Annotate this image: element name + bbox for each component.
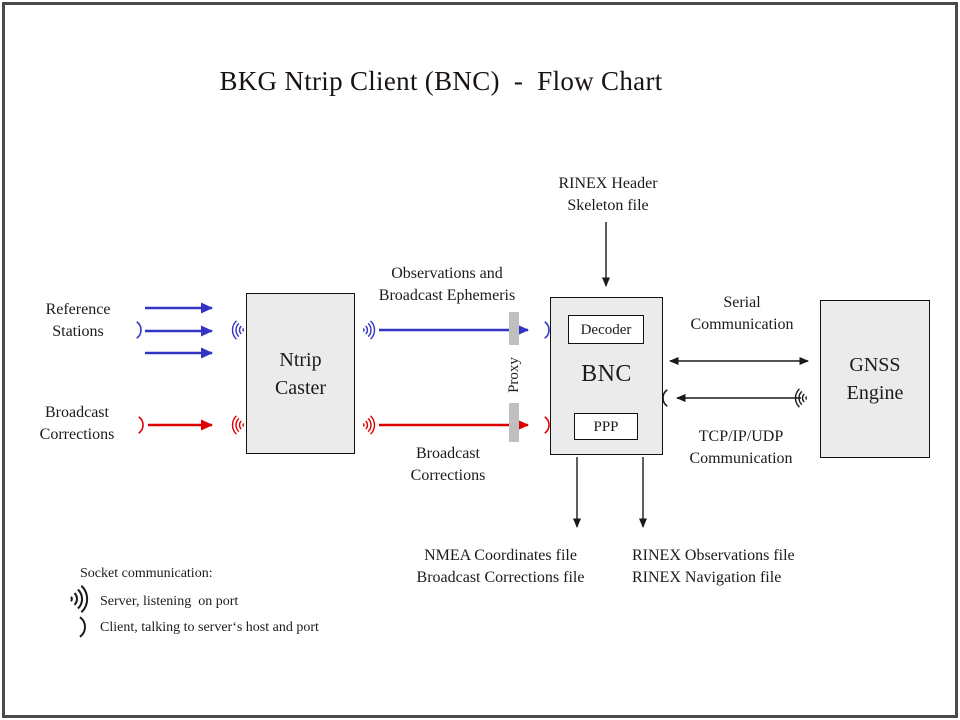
label-tcpip-communication: TCP/IP/UDP Communication bbox=[689, 428, 793, 467]
gnss-label-line1: GNSS bbox=[849, 354, 901, 376]
label-observations-stream: Observations and Broadcast Ephemeris bbox=[378, 265, 516, 304]
label-nmea-output-files: NMEA Coordinates file Broadcast Correcti… bbox=[416, 547, 585, 586]
server-socket-icon-caster-right-red bbox=[362, 415, 376, 435]
label-serial-communication: Serial Communication bbox=[690, 294, 794, 333]
client-socket-icon-bnc-corrections bbox=[543, 416, 550, 434]
proxy-bar-top bbox=[509, 312, 519, 345]
legend-server-text: Server, listening on port bbox=[100, 594, 239, 609]
legend-heading: Socket communication: bbox=[80, 566, 213, 581]
client-socket-icon-bnc-observations bbox=[543, 321, 550, 339]
ppp-label: PPP bbox=[593, 418, 619, 435]
decoder-label: Decoder bbox=[580, 321, 632, 338]
proxy-bar-bottom bbox=[509, 403, 519, 442]
node-bnc: Decoder BNC PPP bbox=[550, 297, 663, 455]
node-ppp: PPP bbox=[574, 413, 638, 440]
client-socket-icon-bnc-tcpip bbox=[662, 389, 669, 407]
proxy-label: Proxy bbox=[506, 357, 522, 393]
gnss-label-line2: Engine bbox=[846, 382, 904, 404]
page-title: BKG Ntrip Client (BNC) - Flow Chart bbox=[219, 66, 663, 96]
server-socket-icon-caster-right-blue bbox=[362, 320, 376, 340]
legend-server-socket-icon bbox=[69, 584, 89, 614]
label-reference-stations: Reference Stations bbox=[45, 301, 111, 340]
label-rinex-header-skeleton: RINEX Header Skeleton file bbox=[558, 175, 658, 214]
server-socket-icon-caster-left-blue bbox=[231, 320, 245, 340]
bnc-label: BNC bbox=[581, 361, 632, 387]
node-decoder: Decoder bbox=[568, 315, 644, 344]
label-broadcast-corrections-input: Broadcast Corrections bbox=[39, 404, 115, 443]
ntrip-caster-label-line2: Caster bbox=[274, 376, 327, 399]
node-gnss-engine: GNSS Engine bbox=[820, 300, 930, 458]
node-ntrip-caster: Ntrip Caster bbox=[246, 293, 355, 454]
legend-client-text: Client, talking to server‘s host and por… bbox=[100, 620, 319, 635]
label-broadcast-corrections-stream: Broadcast Corrections bbox=[410, 445, 486, 484]
legend-client-socket-icon bbox=[78, 616, 86, 638]
label-rinex-output-files: RINEX Observations file RINEX Navigation… bbox=[632, 547, 795, 586]
arrows-reference-stations-to-caster bbox=[145, 302, 213, 359]
server-socket-icon-caster-left-red bbox=[231, 415, 245, 435]
ntrip-caster-label-line1: Ntrip bbox=[279, 348, 322, 371]
server-socket-icon-gnss bbox=[794, 388, 808, 408]
